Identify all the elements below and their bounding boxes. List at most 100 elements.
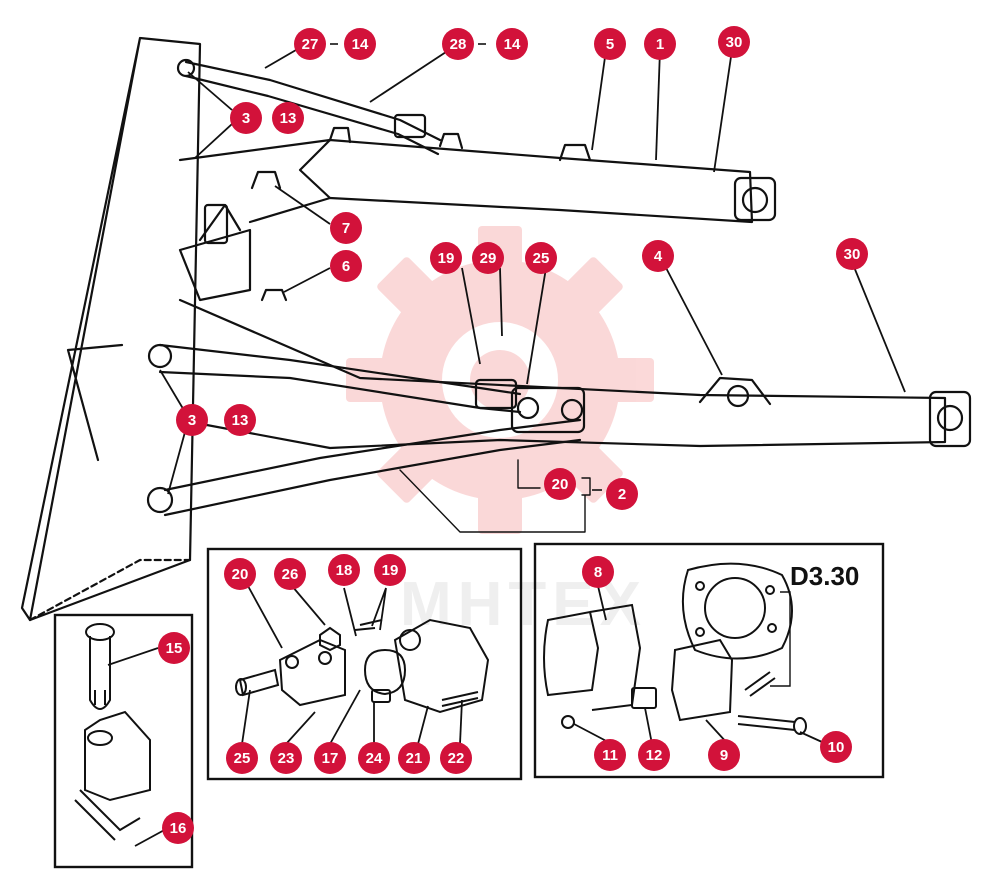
svg-text:19: 19 [382, 562, 399, 579]
callout-14: 14 [496, 28, 528, 60]
callout-25: 25 [226, 742, 258, 774]
svg-text:13: 13 [280, 110, 297, 127]
tilt-brace-upper [184, 60, 442, 156]
svg-text:5: 5 [606, 36, 614, 53]
svg-text:16: 16 [170, 820, 187, 837]
callout-23: 23 [270, 742, 302, 774]
callout-3: 3 [176, 404, 208, 436]
pin-bracket [84, 710, 151, 802]
bolt-22 [441, 691, 479, 707]
callout-19: 19 [430, 242, 462, 274]
svg-text:30: 30 [844, 246, 861, 263]
svg-text:20: 20 [552, 476, 569, 493]
callout-24: 24 [358, 742, 390, 774]
inset-pin [53, 613, 194, 869]
svg-text:19: 19 [438, 250, 455, 267]
svg-text:3: 3 [188, 412, 196, 429]
lower-push-arm [178, 298, 947, 450]
svg-text:25: 25 [533, 250, 550, 267]
svg-text:24: 24 [366, 750, 383, 767]
dozer-blade [20, 36, 202, 622]
callout-27: 27 [294, 28, 326, 60]
svg-text:20: 20 [232, 566, 249, 583]
callout-9: 9 [708, 739, 740, 771]
callout-25: 25 [525, 242, 557, 274]
pin-25 [238, 668, 280, 697]
clamp-20 [278, 638, 346, 707]
svg-text:26: 26 [282, 566, 299, 583]
bolt-d330 [744, 671, 776, 697]
svg-text:4: 4 [654, 248, 663, 265]
inset-pivot [206, 547, 523, 781]
callout-28: 28 [442, 28, 474, 60]
pivot-block [510, 386, 586, 434]
callout-7: 7 [330, 212, 362, 244]
pin-drawing [74, 623, 151, 841]
svg-text:17: 17 [322, 750, 339, 767]
svg-text:14: 14 [352, 36, 369, 53]
bearing-half-lower [670, 638, 734, 722]
svg-text:12: 12 [646, 747, 663, 764]
callout-13: 13 [224, 404, 256, 436]
callout-21: 21 [398, 742, 430, 774]
callouts: 27 14 28 14 5 1 30 3 13 7 6 19 29 25 4 3… [158, 26, 868, 844]
lower-arm-end-flange [928, 390, 972, 448]
nut-26 [319, 626, 341, 652]
svg-text:18: 18 [336, 562, 353, 579]
upper-arm-end-flange [733, 176, 777, 222]
svg-text:30: 30 [726, 34, 743, 51]
svg-text:8: 8 [594, 564, 602, 581]
callout-26: 26 [274, 558, 306, 590]
callout-20: 20 [224, 558, 256, 590]
svg-text:23: 23 [278, 750, 295, 767]
callout-11: 11 [594, 739, 626, 771]
flange-hub [681, 562, 793, 660]
callout-1: 1 [644, 28, 676, 60]
svg-text:15: 15 [166, 640, 183, 657]
callout-4: 4 [642, 240, 674, 272]
model-label: D3.30 [790, 561, 859, 591]
svg-text:3: 3 [242, 110, 250, 127]
callout-15: 15 [158, 632, 190, 664]
bracket-4 [698, 376, 772, 406]
callout-13: 13 [272, 102, 304, 134]
inset-frames [53, 542, 885, 869]
callout-16: 16 [162, 812, 194, 844]
ball-17 [363, 648, 407, 696]
svg-text:7: 7 [342, 220, 350, 237]
callout-18: 18 [328, 554, 360, 586]
callout-12: 12 [638, 739, 670, 771]
svg-text:11: 11 [602, 747, 618, 764]
svg-text:22: 22 [448, 750, 465, 767]
callout-20: 20 [544, 468, 576, 500]
callout-10: 10 [820, 731, 852, 763]
svg-text:13: 13 [232, 412, 249, 429]
svg-text:21: 21 [406, 750, 423, 767]
lower-diagonal-strut [163, 418, 582, 517]
callout-29: 29 [472, 242, 504, 274]
svg-text:29: 29 [480, 250, 497, 267]
callout-30: 30 [718, 26, 750, 58]
housing-21 [393, 618, 490, 714]
bracket-5 [558, 143, 592, 162]
svg-text:2: 2 [618, 486, 626, 503]
callout-30: 30 [836, 238, 868, 270]
svg-text:25: 25 [234, 750, 251, 767]
svg-text:6: 6 [342, 258, 350, 275]
svg-text:27: 27 [302, 36, 319, 53]
bolt-10 [737, 715, 796, 731]
callout-bracket-20-2 [399, 459, 591, 533]
callout-2: 2 [606, 478, 638, 510]
frame-assembly [20, 36, 972, 622]
bearing-parts-drawing [543, 562, 807, 735]
blade-lower-edge [28, 558, 192, 622]
bearing-half-upper [543, 610, 600, 697]
svg-text:28: 28 [450, 36, 467, 53]
leader-lines [107, 49, 906, 847]
svg-text:10: 10 [828, 739, 845, 756]
cross-frame [178, 203, 252, 302]
svg-text:1: 1 [656, 36, 664, 53]
callout-6: 6 [330, 250, 362, 282]
svg-text:9: 9 [720, 747, 728, 764]
inset-bearing [533, 542, 885, 779]
